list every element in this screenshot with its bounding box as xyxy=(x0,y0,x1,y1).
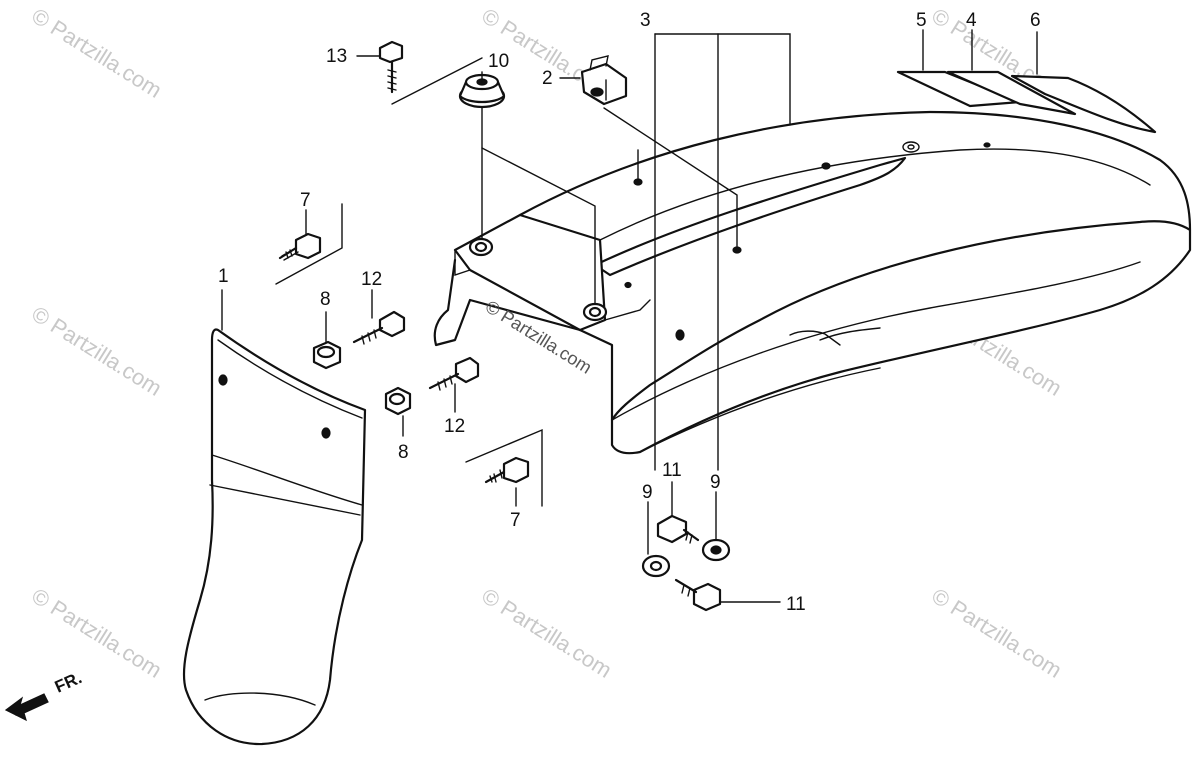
stripe-6 xyxy=(1010,74,1157,134)
watermark: © Partzilla.com xyxy=(27,583,166,683)
decal-stripes xyxy=(896,70,1157,134)
callout-12-lower: 12 xyxy=(444,416,465,437)
callout-9-left: 9 xyxy=(642,482,653,503)
callout-4: 4 xyxy=(966,10,977,31)
bolt-11-lower xyxy=(674,578,722,612)
watermark: © Partzilla.com xyxy=(927,583,1066,683)
bolt-11-upper xyxy=(656,514,700,544)
callout-10: 10 xyxy=(488,51,509,72)
washer-9-right xyxy=(701,538,731,562)
watermark: © Partzilla.com xyxy=(477,583,616,683)
callout-11-lower: 11 xyxy=(786,594,806,615)
nut-8-lower xyxy=(384,386,412,416)
callout-9-right: 9 xyxy=(710,472,721,493)
bolt-12-lower xyxy=(428,356,480,391)
mud-flap xyxy=(182,328,367,746)
callout-5: 5 xyxy=(916,10,927,31)
callout-12-upper: 12 xyxy=(361,269,382,290)
callout-8-upper: 8 xyxy=(320,289,331,310)
callout-1: 1 xyxy=(218,266,229,287)
nut-8-upper xyxy=(312,340,342,370)
callout-3: 3 xyxy=(640,10,651,31)
grommet-10 xyxy=(458,73,506,109)
watermark: © Partzilla.com xyxy=(27,301,166,401)
leader-lines xyxy=(221,29,1038,603)
arrow-left-icon xyxy=(4,693,49,722)
callout-11-upper: 11 xyxy=(662,460,682,481)
bolt-13 xyxy=(378,40,404,94)
callout-2: 2 xyxy=(542,68,553,89)
callout-6: 6 xyxy=(1030,10,1041,31)
front-label: FR. xyxy=(52,668,85,696)
watermark: © Partzilla.com xyxy=(27,3,166,103)
callout-7-upper: 7 xyxy=(300,190,311,211)
clip-2 xyxy=(580,55,628,106)
callout-7-lower: 7 xyxy=(510,510,521,531)
front-direction-indicator: FR. xyxy=(4,668,85,722)
callout-8-lower: 8 xyxy=(398,442,409,463)
bolt-7-lower xyxy=(484,456,530,484)
bolt-7-upper xyxy=(278,232,322,261)
stripe-4 xyxy=(946,70,1077,116)
rear-fender xyxy=(433,110,1192,455)
washer-9-left xyxy=(641,554,671,578)
bolt-12-upper xyxy=(352,310,406,345)
callout-13: 13 xyxy=(326,46,347,67)
callouts: 1 2 3 4 5 6 7 7 8 8 9 9 10 11 11 12 12 1… xyxy=(218,10,1041,615)
